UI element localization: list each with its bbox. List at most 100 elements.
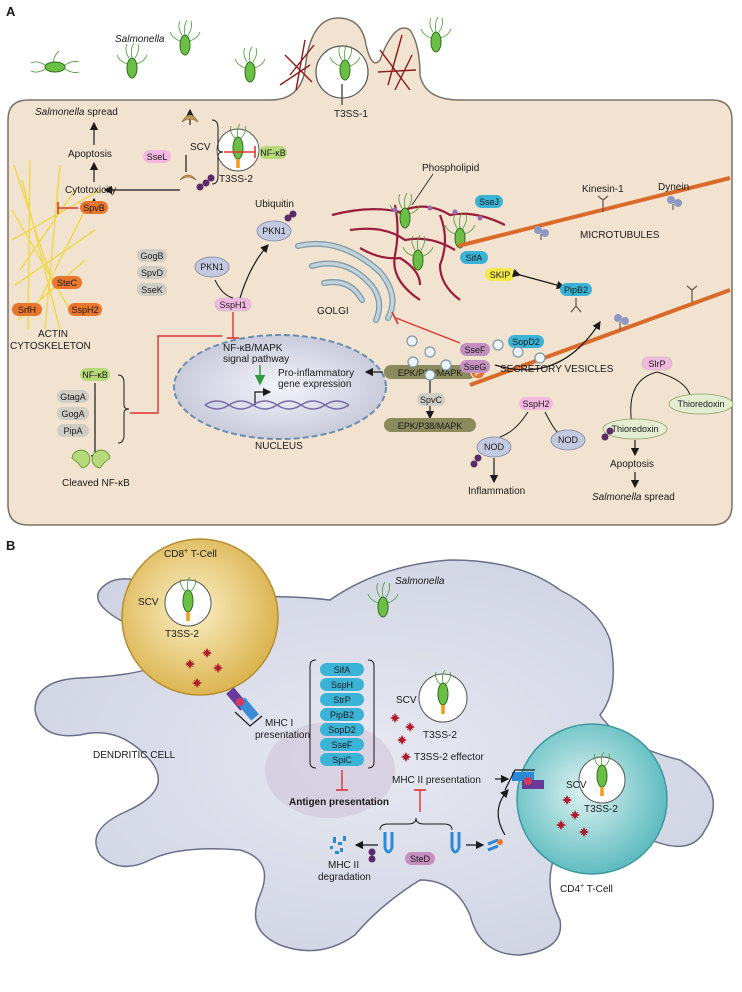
kinesin-label: Kinesin-1 <box>582 184 624 195</box>
degraded-fragments-icon <box>330 836 346 854</box>
interaction-arrow <box>511 269 566 290</box>
brace <box>117 374 130 444</box>
mhc2-deg-label-2: degradation <box>318 872 371 883</box>
scv-label-b3: SCV <box>566 780 587 791</box>
sopd2-label: SopD2 <box>512 337 540 347</box>
microtubule <box>457 176 731 248</box>
kinesin-motor-icon <box>686 285 698 302</box>
salmonella-icon <box>30 50 80 74</box>
effector-pill <box>320 738 364 751</box>
mhc2-tcr-complex <box>504 769 544 791</box>
spvc-label: SpvC <box>420 395 443 405</box>
stec-pill <box>52 276 82 289</box>
effector-star-icon <box>202 648 212 658</box>
ubiquitin-dot <box>368 855 376 863</box>
nod-node <box>476 436 512 458</box>
ssph2-pill-b <box>519 397 553 410</box>
nfkb-mapk-label-2: signal pathway <box>223 354 289 365</box>
effector-pill <box>320 723 364 736</box>
dynein-label: Dynein <box>658 182 689 193</box>
apoptosis-label-a: Apoptosis <box>68 149 112 160</box>
goga-pill <box>57 407 89 420</box>
secretory-vesicles <box>406 335 546 381</box>
dynein-motor-icon <box>614 314 629 330</box>
skip-label: SKIP <box>490 270 511 280</box>
ssej-label: SseJ <box>479 197 499 207</box>
effector-pill <box>320 693 364 706</box>
effector-label: SspH <box>331 680 353 690</box>
salmonella-word: Salmonella <box>592 492 642 503</box>
effector-star-icon <box>570 810 580 820</box>
nfkb-mapk-label-1: NF-κB/MAPK <box>223 343 283 354</box>
ubiquitin-dot <box>284 214 292 222</box>
cytoskeleton-label: CYTOSKELETON <box>10 341 91 352</box>
nod-node-2 <box>550 429 586 451</box>
panel-b-label: B <box>6 538 15 553</box>
effector-pill <box>320 663 364 676</box>
effector-label: PipB2 <box>330 710 354 720</box>
gogb-pill <box>137 249 167 262</box>
cleaved-nfkb-icon <box>91 449 111 469</box>
dendritic-label: DENDRITIC CELL <box>93 750 176 761</box>
pkn1-ub-node <box>256 220 292 242</box>
t3ss2-label-b2: T3SS-2 <box>423 730 457 741</box>
ubiquitin-icon <box>179 174 197 181</box>
cd8-prefix: CD8 <box>164 549 184 560</box>
actin-label: ACTIN <box>38 329 68 340</box>
golgi-inner <box>296 242 395 322</box>
sseg-pill <box>460 360 490 373</box>
proinflam-label-1: Pro-inflammatory <box>278 368 354 379</box>
sted-label: SteD <box>410 854 431 864</box>
nucleus-label: NUCLEUS <box>255 441 303 452</box>
effector-pill <box>320 753 364 766</box>
effector-label: SpiC <box>332 755 352 765</box>
t3ss2-label-b3: T3SS-2 <box>584 804 618 815</box>
inhibit-line <box>395 317 461 344</box>
cd4-suffix: T-Cell <box>584 884 613 895</box>
dna-strand <box>204 400 350 410</box>
host-cell-a <box>7 17 733 526</box>
kinesin-motor-icon <box>570 298 582 313</box>
arrow <box>627 371 658 426</box>
pipb2-label: PipB2 <box>564 285 588 295</box>
slrp-label: SlrP <box>648 359 665 369</box>
ssek-label: SseK <box>141 285 163 295</box>
pipa-label: PipA <box>63 426 82 436</box>
effector-star-icon <box>401 752 411 762</box>
ubiquitin-dot <box>368 848 376 856</box>
secretory-label: SECRETORY VESICLES <box>500 364 614 375</box>
srfh-pill <box>12 303 42 316</box>
effector-star-icon <box>192 678 202 688</box>
cd8-sup: + <box>184 548 188 555</box>
ubiquitin-dot <box>474 454 482 462</box>
nod-label-2: NOD <box>558 435 579 445</box>
gtaga-label: GtagA <box>60 392 86 402</box>
ssef-label: SseF <box>464 345 486 355</box>
ubiquitin-chain-icon <box>181 114 199 123</box>
ubiquitin-dot <box>606 427 614 435</box>
antigen-label: Antigen presentation <box>289 797 389 808</box>
brace <box>379 817 453 831</box>
t3ss2-label: T3SS-2 <box>219 174 253 185</box>
thioredoxin-label-2: Thioredoxin <box>611 424 658 434</box>
pkn1-label: PKN1 <box>200 262 224 272</box>
effector-star-icon <box>397 735 407 745</box>
brace <box>211 119 224 185</box>
promoter-arrow <box>254 387 272 405</box>
effector-star-icon <box>405 722 415 732</box>
cd8-suffix: T-Cell <box>188 549 217 560</box>
spread-word: spread <box>84 107 117 118</box>
sif-network <box>331 204 506 301</box>
spvd-label: SpvD <box>141 268 164 278</box>
scv-label-b2: SCV <box>396 695 417 706</box>
phospholipid-icons <box>392 205 483 221</box>
sseg-label: SseG <box>464 362 487 372</box>
mhc2-pres-label: MHC II presentation <box>392 775 481 786</box>
pkn1-ub-label: PKN1 <box>262 226 286 236</box>
ssek-pill <box>137 283 167 296</box>
spvc-pill <box>417 393 445 406</box>
effector-star-icon <box>556 820 566 830</box>
cleaved-nfkb-icon <box>71 449 91 469</box>
effector-label: SifA <box>334 665 351 675</box>
